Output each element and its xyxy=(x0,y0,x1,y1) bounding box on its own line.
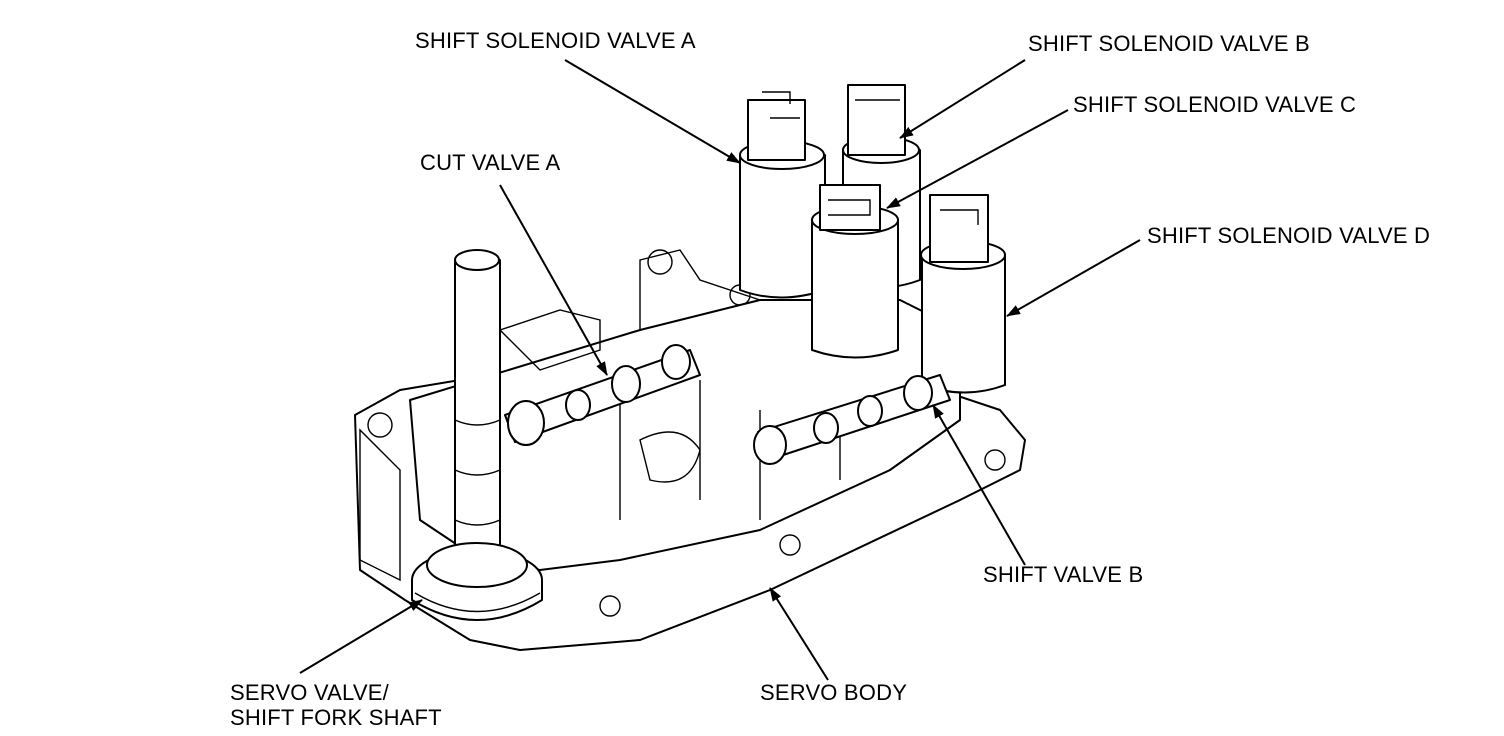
label-shift-valve-b: SHIFT VALVE B xyxy=(983,562,1144,587)
label-servo-valve-line1: SERVO VALVE/ xyxy=(230,680,389,705)
leader-ssv-b xyxy=(899,59,1026,139)
label-shift-solenoid-valve-b: SHIFT SOLENOID VALVE B xyxy=(1028,31,1310,56)
label-cut-valve-a: CUT VALVE A xyxy=(420,150,561,175)
leader-servo-body xyxy=(769,587,829,681)
cut-valve-a-spool xyxy=(504,344,701,446)
label-shift-solenoid-valve-a: SHIFT SOLENOID VALVE A xyxy=(415,28,696,53)
shift-valve-b-spool xyxy=(753,374,951,465)
leader-ssv-a xyxy=(564,59,741,164)
servo-valve-piston xyxy=(411,542,543,621)
side-bracket xyxy=(359,428,401,582)
leader-servo-valve xyxy=(299,599,423,674)
leader-ssv-d xyxy=(1006,239,1141,317)
label-servo-valve-line2: SHIFT FORK SHAFT xyxy=(230,705,442,730)
label-shift-solenoid-valve-c: SHIFT SOLENOID VALVE C xyxy=(1073,92,1357,117)
label-servo-body: SERVO BODY xyxy=(760,680,908,705)
valve-body-block xyxy=(409,249,961,571)
solenoid-a xyxy=(739,91,826,299)
leader-ssv-c xyxy=(886,109,1069,209)
solenoid-c xyxy=(811,184,899,359)
leader-shift-valve-b xyxy=(932,404,1026,566)
shift-fork-shaft xyxy=(454,249,501,561)
solenoid-d xyxy=(920,194,1006,394)
leader-cut-valve-a xyxy=(499,184,608,376)
label-shift-solenoid-valve-d: SHIFT SOLENOID VALVE D xyxy=(1147,223,1431,248)
